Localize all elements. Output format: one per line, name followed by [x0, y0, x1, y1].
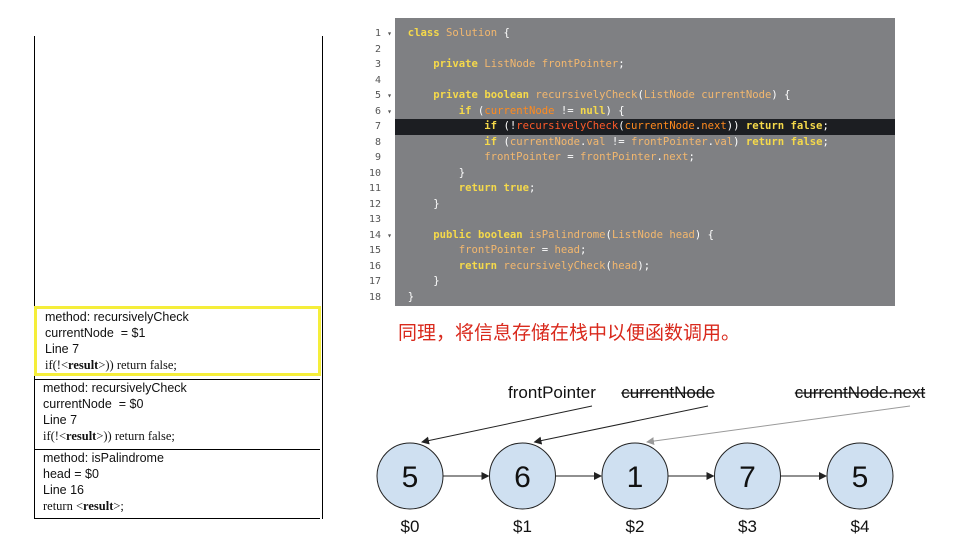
line-number: 14▾	[364, 228, 395, 244]
line-number: 17	[368, 276, 381, 287]
node-value: 1	[627, 461, 644, 494]
code-line: private boolean recursivelyCheck(ListNod…	[433, 89, 791, 101]
line-number: 9	[374, 152, 381, 163]
code-line: }	[433, 197, 440, 210]
code-line: if (currentNode.val != frontPointer.val)…	[484, 135, 829, 148]
stack-frame: method: isPalindrome head = $0 Line 16 retu…	[35, 449, 320, 514]
fold-arrow-icon[interactable]: ▾	[387, 106, 392, 116]
frame-method: method: recursivelyCheck	[43, 381, 187, 395]
stack-bottom-border	[35, 518, 320, 519]
line-number: 1▾	[364, 26, 395, 42]
line-number: 4	[374, 74, 381, 86]
code-line: frontPointer = frontPointer.next;	[484, 151, 695, 163]
pointer-label: frontPointer	[508, 383, 596, 402]
code-line: private ListNode frontPointer;	[433, 58, 625, 70]
line-number: 8	[374, 136, 381, 148]
code-line: class Solution {	[407, 27, 510, 39]
line-number: 2	[374, 43, 381, 55]
node-address: $3	[738, 517, 757, 536]
line-number: 6▾	[364, 104, 395, 120]
line-number: 16	[368, 260, 381, 272]
line-number-gutter: 1▾2 3 4 5▾6▾7 8 9 10 11 12 13 14▾15 16 17 18	[364, 18, 395, 306]
list-node	[601, 442, 669, 510]
line-number: 15	[368, 245, 381, 256]
node-address: $1	[513, 517, 532, 536]
node-value: 6	[514, 461, 531, 494]
node-address: $0	[401, 517, 420, 536]
line-number: 13	[368, 214, 381, 225]
code-line	[395, 42, 895, 58]
frame-line: Line 7	[45, 342, 80, 356]
line-number: 11	[368, 183, 381, 194]
line-number: 3	[374, 59, 381, 70]
node-address: $2	[626, 517, 645, 536]
pointer-arrow	[646, 405, 911, 446]
line-number: 18	[368, 291, 381, 303]
fold-arrow-icon[interactable]: ▾	[387, 29, 392, 38]
fold-arrow-icon[interactable]: ▾	[387, 230, 392, 240]
code-line: frontPointer = head;	[458, 244, 587, 256]
frame-statement: if(!<result>)) return false;	[43, 429, 175, 443]
frame-variable: currentNode = $1	[45, 326, 146, 340]
node-address: $4	[851, 517, 870, 536]
node-layer: 5 $0 6 $1 1 $2 7 $3 5 $4	[376, 442, 894, 536]
call-stack-panel: method: recursivelyCheck currentNode = $1…	[34, 36, 323, 519]
line-number: 7	[374, 121, 381, 132]
stack-frame: method: recursivelyCheck currentNode = $1…	[34, 306, 321, 376]
code-line: }	[407, 290, 415, 303]
list-node	[826, 442, 894, 510]
list-node	[714, 442, 781, 510]
code-line	[395, 73, 895, 89]
stack-frame: method: recursivelyCheck currentNode = $0…	[35, 379, 320, 444]
frame-statement: if(!<result>)) return false;	[45, 358, 177, 372]
code-line: }	[433, 275, 440, 287]
code-line	[395, 212, 895, 228]
code-line: }	[458, 166, 466, 179]
fold-arrow-icon[interactable]: ▾	[387, 91, 392, 100]
frame-variable: currentNode = $0	[43, 397, 144, 411]
line-number: 5▾	[364, 88, 395, 104]
node-value: 5	[852, 461, 869, 494]
frame-line: Line 16	[43, 483, 85, 497]
code-line: return recursivelyCheck(head);	[458, 259, 651, 272]
frame-method: method: isPalindrome	[43, 451, 164, 465]
frame-method: method: recursivelyCheck	[45, 310, 189, 324]
list-node	[376, 442, 444, 510]
caption-text: 同理，将信息存储在栈中以便函数调用。	[398, 322, 741, 344]
code-body: class Solution { private ListNode frontP…	[395, 18, 895, 306]
line-number: 10	[368, 167, 381, 179]
pointer-arrow	[533, 405, 709, 445]
frame-statement: return <result>;	[43, 499, 124, 513]
line-number: 12	[368, 198, 381, 210]
code-line: return true;	[458, 182, 536, 194]
code-editor: 1▾2 3 4 5▾6▾7 8 9 10 11 12 13 14▾15 16 17 18 class So…	[364, 18, 895, 306]
node-value: 7	[739, 461, 756, 494]
node-value: 5	[402, 461, 419, 494]
pointer-arrow	[421, 405, 593, 445]
code-line: public boolean isPalindrome(ListNode hea…	[433, 228, 715, 241]
code-line: if (currentNode != null) {	[458, 104, 625, 117]
code-line: if (!recursivelyCheck(currentNode.next))…	[395, 119, 895, 135]
frame-variable: head = $0	[43, 467, 99, 481]
list-node	[489, 442, 556, 510]
frame-line: Line 7	[43, 413, 78, 427]
